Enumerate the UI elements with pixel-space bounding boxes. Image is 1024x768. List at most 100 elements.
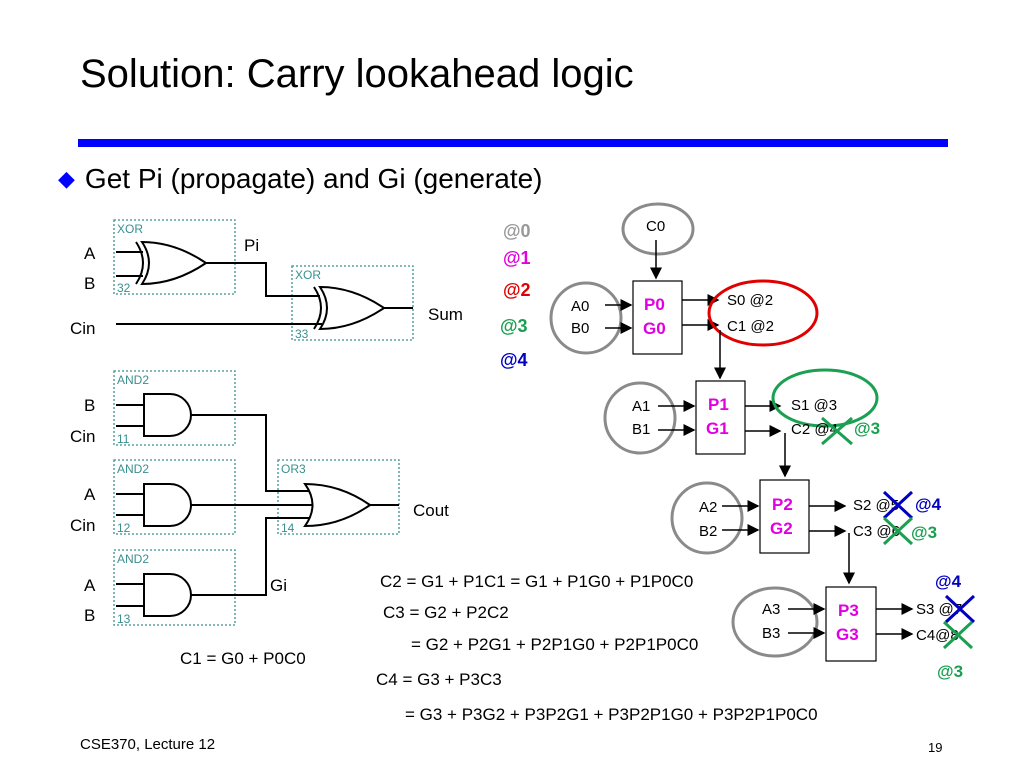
- s2-label: S2 @5: [853, 497, 899, 514]
- bullet-text: Get Pi (propagate) and Gi (generate): [84, 163, 543, 194]
- eq-c3: C3 = G2 + P2C2: [383, 603, 509, 622]
- and-11-gate: [143, 393, 192, 437]
- b0-input-ellipse: [549, 281, 623, 355]
- xor-32-gate: [140, 240, 208, 286]
- a3-label: A3: [762, 601, 780, 618]
- p1-label: P1: [708, 395, 729, 414]
- timing-legend: @0 @1 @2 @3 @4: [500, 221, 531, 370]
- xor-33-id: 33: [295, 327, 309, 341]
- b1-label: B1: [632, 421, 650, 438]
- and-11-in2-label: Cin: [70, 427, 96, 446]
- and-12-box: [113, 459, 236, 535]
- p2-g2-block: [759, 479, 810, 554]
- b2-label: B2: [699, 523, 717, 540]
- b1-input-ellipse: [603, 381, 677, 455]
- s1-label: S1 @3: [791, 397, 837, 414]
- and-11-id: 11: [117, 432, 130, 446]
- or-14-box: [277, 459, 400, 535]
- p3-label: P3: [838, 601, 859, 620]
- a2-label: A2: [699, 499, 717, 516]
- eq-c1: C1 = G0 + P0C0: [180, 649, 306, 668]
- s3-strike-icon: [944, 594, 976, 624]
- diamond-bullet-icon: ◆: [58, 166, 75, 191]
- or-14-id: 14: [281, 521, 295, 535]
- legend-at3: @3: [500, 316, 528, 336]
- b0-output-ellipse: [707, 279, 819, 347]
- and-12-gate: [143, 483, 192, 527]
- eq-c4-expanded: = G3 + P3G2 + P3P2G1 + P3P2P1G0 + P3P2P1…: [405, 705, 818, 724]
- and-13-in1-label: A: [84, 576, 96, 595]
- sum-label: Sum: [428, 305, 463, 324]
- xor-33-gate: [318, 285, 386, 331]
- and-13-type: AND2: [117, 552, 149, 566]
- c2-strike-icon: [821, 416, 853, 446]
- legend-at1: @1: [503, 248, 531, 268]
- and-13-gate: [143, 573, 192, 617]
- xor-33-type: XOR: [295, 268, 321, 282]
- g1-label: G1: [706, 419, 729, 438]
- b3-input-ellipse: [731, 586, 819, 658]
- xor-32-type: XOR: [117, 222, 143, 236]
- and-12-in2-label: Cin: [70, 516, 96, 535]
- c0-label: C0: [646, 218, 665, 235]
- and-11-in1-label: B: [84, 396, 95, 415]
- footer-course: CSE370, Lecture 12: [80, 736, 216, 753]
- or-14-type: OR3: [281, 462, 306, 476]
- g3-label: G3: [836, 625, 859, 644]
- slide-title: Solution: Carry lookahead logic: [80, 52, 634, 96]
- bullet-point: ◆ Get Pi (propagate) and Gi (generate): [58, 163, 543, 195]
- input-a-label: A: [84, 244, 96, 263]
- g0-label: G0: [643, 319, 666, 338]
- c4-strike-icon: [942, 620, 974, 650]
- xor-32-back-curve: [135, 241, 144, 285]
- xor-33-back-curve: [313, 286, 322, 330]
- legend-at4: @4: [500, 350, 528, 370]
- eq-c2: C2 = G1 + P1C1 = G1 + P1G0 + P1P0C0: [380, 572, 693, 591]
- xor-33-box: [291, 265, 414, 341]
- and-12-in1-label: A: [84, 485, 96, 504]
- legend-at2: @2: [503, 280, 531, 300]
- carry-equations: C1 = G0 + P0C0 C2 = G1 + P1C1 = G1 + P1G…: [180, 572, 818, 724]
- p2-label: P2: [772, 495, 793, 514]
- title-rule: [78, 139, 948, 147]
- legend-at0: @0: [503, 221, 531, 241]
- xor-32-id: 32: [117, 281, 131, 295]
- s2-strike-icon: [882, 490, 914, 520]
- and-11-box: [113, 370, 236, 446]
- page-number: 19: [928, 740, 943, 755]
- c3-label: C3 @6: [853, 523, 900, 540]
- c2-corrected-label: @3: [854, 419, 880, 438]
- p0-g0-block: [632, 280, 683, 355]
- pi-label: Pi: [244, 236, 259, 255]
- a0-label: A0: [571, 298, 589, 315]
- p3-g3-block: [825, 586, 877, 662]
- input-b-label: B: [84, 274, 95, 293]
- a1-label: A1: [632, 398, 650, 415]
- cout-label: Cout: [413, 501, 449, 520]
- and-13-id: 13: [117, 612, 131, 626]
- c4-corrected-label: @3: [937, 662, 963, 681]
- input-cin-label: Cin: [70, 319, 96, 338]
- and-13-box: [113, 549, 236, 626]
- eq-c4: C4 = G3 + P3C3: [376, 670, 502, 689]
- s3-corrected-label: @4: [935, 572, 962, 591]
- p1-g1-block: [695, 380, 746, 455]
- g2-label: G2: [770, 519, 793, 538]
- s2-corrected-label: @4: [915, 495, 942, 514]
- p0-label: P0: [644, 295, 665, 314]
- b3-label: B3: [762, 625, 780, 642]
- b0-label: B0: [571, 320, 589, 337]
- xor-32-box: [113, 219, 236, 295]
- s0-label: S0 @2: [727, 292, 773, 309]
- and-12-type: AND2: [117, 462, 149, 476]
- adder-schematic: [113, 219, 414, 626]
- b1-output-ellipse: [771, 368, 879, 428]
- gi-label: Gi: [270, 576, 287, 595]
- c4-label: C4@8: [916, 627, 959, 644]
- c0-ellipse: [621, 202, 695, 256]
- and-12-id: 12: [117, 521, 131, 535]
- or-14-gate: [303, 482, 372, 528]
- carry-chain: C0 P0 G0 A0 B0 S0 @2 C1 @2 P1 G1 A1 B1 S…: [549, 202, 976, 681]
- and-11-type: AND2: [117, 373, 149, 387]
- and-13-in2-label: B: [84, 606, 95, 625]
